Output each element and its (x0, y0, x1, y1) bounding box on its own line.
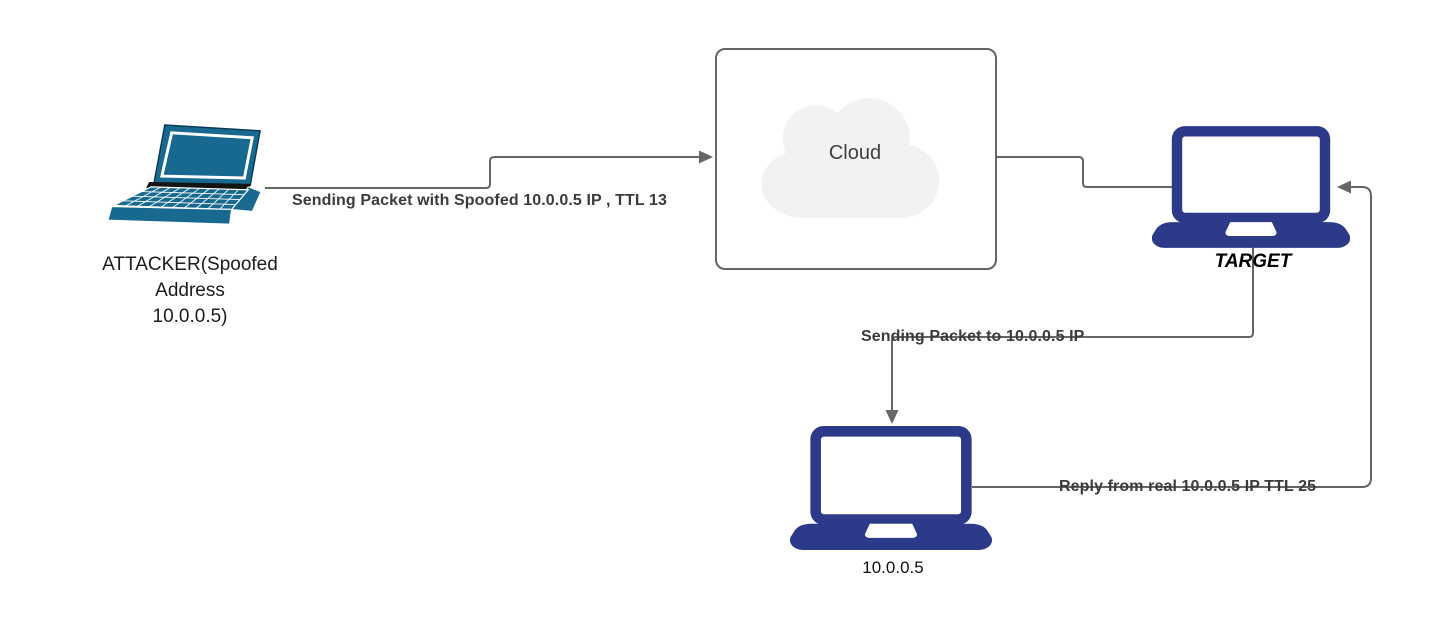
target-node-label: TARGET (1214, 251, 1292, 272)
cloud-node-box: Cloud (715, 48, 997, 270)
attacker-label-line-3: 10.0.0.5) (152, 306, 228, 327)
edge-target-to-host-line (891, 246, 1254, 410)
edge-host-to-target-line (972, 186, 1372, 488)
cloud-icon (761, 98, 940, 218)
target-laptop-icon (1152, 126, 1350, 248)
host-node-label: 10.0.0.5 (862, 558, 924, 577)
edge-attacker-to-cloud-line (265, 156, 699, 189)
host-laptop-icon (790, 426, 992, 550)
attacker-label-line-1: ATTACKER(Spoofed (102, 254, 278, 275)
arrowhead-into-target-icon (1337, 180, 1351, 194)
edge-label-spoofed-packet: Sending Packet with Spoofed 10.0.0.5 IP … (292, 192, 667, 209)
attacker-laptop-icon (107, 124, 262, 225)
attacker-node-label: ATTACKER(Spoofed Address 10.0.0.5) (88, 252, 292, 330)
attacker-label-line-2: Address (155, 280, 225, 301)
arrowhead-into-host-icon (885, 410, 899, 424)
arrowhead-into-cloud-icon (699, 150, 713, 164)
edge-label-sending-to-host: Sending Packet to 10.0.0.5 IP (861, 328, 1085, 345)
edge-label-reply-from-host: Reply from real 10.0.0.5 IP TTL 25 (1059, 478, 1317, 495)
cloud-node-label: Cloud (828, 142, 882, 164)
edge-cloud-to-target-line (997, 156, 1172, 188)
